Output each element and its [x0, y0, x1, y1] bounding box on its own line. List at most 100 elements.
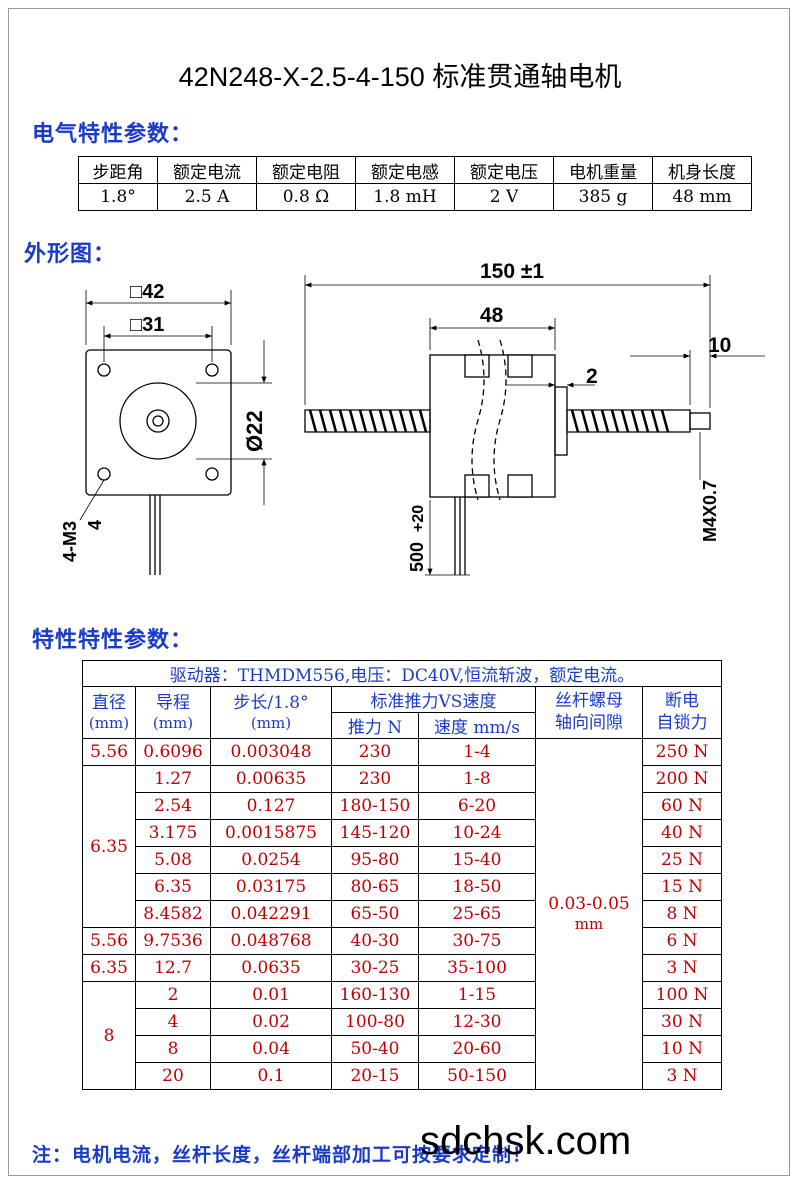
cell-holding: 3 N [642, 954, 722, 982]
cell-thrust: 20-15 [331, 1062, 419, 1090]
motor-face-square [85, 349, 232, 496]
shaft-hole [152, 415, 164, 427]
dim-holes: 4-M3 [60, 521, 80, 562]
cell-thrust: 65-50 [331, 900, 419, 928]
mount-hole-bl [97, 467, 111, 481]
table-row: 6.35 0.03175 80-65 18-50 15 N [83, 873, 722, 901]
value-rated-inductance: 1.8 mH [355, 183, 455, 211]
dim-tip: 10 [708, 334, 731, 357]
cell-diameter: 5.56 [82, 738, 136, 766]
cell-thrust: 145-120 [331, 819, 419, 847]
header-thrust: 推力 N [331, 712, 419, 739]
cell-diameter: 5.56 [82, 927, 136, 955]
cell-lead: 4 [135, 1008, 211, 1036]
outline-drawing: □42 □31 Ø22 4-M3 4 [60, 260, 765, 576]
dim-square-outer: □42 [130, 281, 164, 303]
cell-step: 0.127 [210, 792, 332, 820]
cell-speed: 6-20 [418, 792, 536, 820]
dim-depth: 4 [85, 520, 105, 530]
header-body-length: 机身长度 [652, 156, 752, 184]
boss [554, 386, 568, 456]
electrical-header-row: 步距角 额定电流 额定电阻 额定电感 额定电压 电机重量 机身长度 [78, 156, 752, 184]
header-step: 步长/1.8°(mm) [210, 686, 332, 739]
cell-step: 0.01 [210, 981, 332, 1009]
cell-lead: 5.08 [135, 846, 211, 874]
cell-thrust: 80-65 [331, 873, 419, 901]
dim-lead-tol: +20 [410, 505, 427, 532]
value-rated-current: 2.5 A [157, 183, 257, 211]
cell-lead: 8 [135, 1035, 211, 1063]
header-step-angle: 步距角 [78, 156, 158, 184]
cell-speed: 1-8 [418, 765, 536, 793]
cell-speed: 35-100 [418, 954, 536, 982]
value-body-length: 48 mm [652, 183, 752, 211]
cell-step: 0.0254 [210, 846, 332, 874]
cell-step: 0.00635 [210, 765, 332, 793]
performance-table: 驱动器：THMDM556,电压：DC40V,恒流斩波，额定电流。 直径(mm) … [82, 660, 722, 1090]
electrical-value-row: 1.8° 2.5 A 0.8 Ω 1.8 mH 2 V 385 g 48 mm [78, 183, 752, 211]
cell-lead: 12.7 [135, 954, 211, 982]
cell-lead: 3.175 [135, 819, 211, 847]
cell-thrust: 230 [331, 738, 419, 766]
cell-step: 0.02 [210, 1008, 332, 1036]
cell-speed: 12-30 [418, 1008, 536, 1036]
cell-thrust: 180-150 [331, 792, 419, 820]
cell-lead: 1.27 [135, 765, 211, 793]
driver-note: 驱动器：THMDM556,电压：DC40V,恒流斩波，额定电流。 [82, 660, 722, 687]
electrical-heading: 电气特性参数： [32, 122, 194, 147]
page-frame [8, 8, 790, 1176]
front-view [79, 290, 272, 575]
cell-thrust: 50-40 [331, 1035, 419, 1063]
cell-diameter: 8 [82, 981, 136, 1090]
watermark: sdchsk.com [420, 1119, 632, 1163]
cell-lead: 9.7536 [135, 927, 211, 955]
dim-body-length: 48 [480, 304, 504, 327]
cell-holding: 60 N [642, 792, 722, 820]
cell-holding: 25 N [642, 846, 722, 874]
header-speed: 速度 mm/s [418, 712, 536, 739]
dim-lead-length: 500 [407, 542, 427, 572]
table-row: 6.35 12.7 0.0635 30-25 35-100 3 N [82, 954, 722, 982]
table-row: 20 0.1 20-15 50-150 3 N [83, 1062, 722, 1090]
page-title: 42N248-X-2.5-4-150 标准贯通轴电机 [178, 62, 622, 92]
cell-thrust: 100-80 [331, 1008, 419, 1036]
cell-lead: 2 [135, 981, 211, 1009]
cell-thrust: 40-30 [331, 927, 419, 955]
header-lead: 导程(mm) [135, 686, 211, 739]
cell-holding: 200 N [642, 765, 722, 793]
cell-lead: 6.35 [135, 873, 211, 901]
cell-lead: 20 [135, 1062, 211, 1090]
cell-speed: 15-40 [418, 846, 536, 874]
footer-note: 注：电机电流，丝杆长度，丝杆端部加工可按要求定制！ [32, 1144, 533, 1166]
value-rated-resistance: 0.8 Ω [256, 183, 356, 211]
cell-speed: 50-150 [418, 1062, 536, 1090]
cell-holding: 30 N [642, 1008, 722, 1036]
cell-speed: 25-65 [418, 900, 536, 928]
performance-heading: 特性特性参数： [32, 628, 194, 653]
cell-speed: 20-60 [418, 1035, 536, 1063]
cell-lead: 2.54 [135, 792, 211, 820]
cell-step: 0.04 [210, 1035, 332, 1063]
cell-thrust: 95-80 [331, 846, 419, 874]
value-step-angle: 1.8° [78, 183, 158, 211]
dim-thread: M4X0.7 [700, 480, 720, 542]
cell-step: 0.048768 [210, 927, 332, 955]
boss-outer [119, 382, 197, 460]
value-motor-weight: 385 g [553, 183, 653, 211]
table-row: 8 0.04 50-40 20-60 10 N [83, 1035, 722, 1063]
cell-speed: 30-75 [418, 927, 536, 955]
outline-heading: 外形图： [24, 242, 117, 267]
table-row: 8.4582 0.042291 65-50 25-65 8 N [83, 900, 722, 928]
side-view [304, 275, 765, 576]
cell-speed: 18-50 [418, 873, 536, 901]
cell-step: 0.0015875 [210, 819, 332, 847]
mount-hole-br [205, 467, 219, 481]
header-thrust-speed: 标准推力VS速度 [331, 686, 536, 713]
mount-hole-tr [205, 363, 219, 377]
header-holding-force: 断电自锁力 [642, 686, 722, 739]
dim-diameter: Ø22 [242, 410, 267, 452]
cell-thrust: 160-130 [331, 981, 419, 1009]
cell-diameter: 6.35 [82, 765, 136, 928]
